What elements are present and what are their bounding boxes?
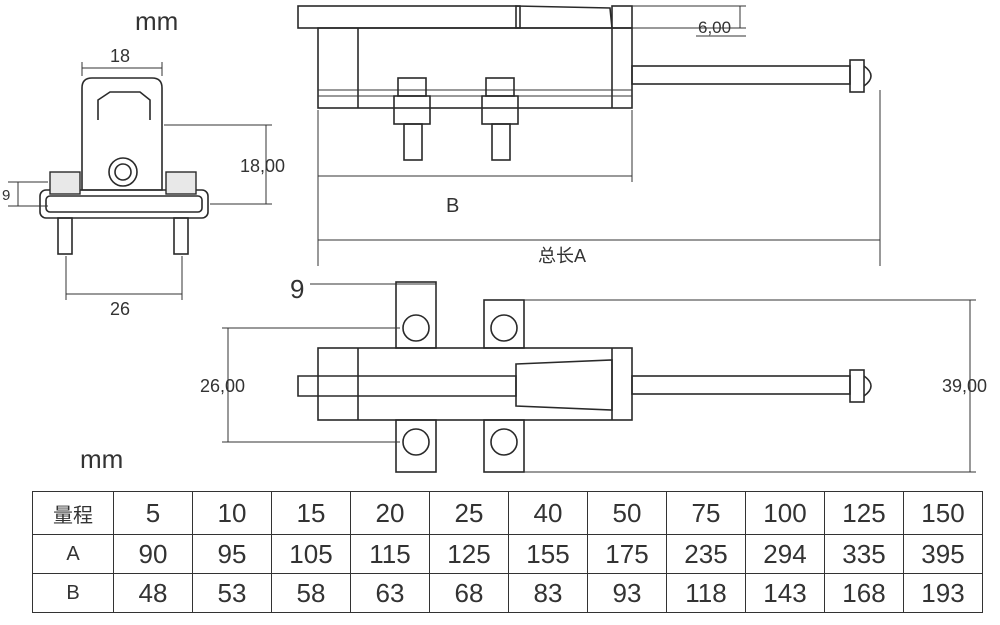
end-view-rail-inner <box>45 195 203 213</box>
table-header-cell: 5 <box>113 491 193 535</box>
top-view-hole-br <box>490 428 518 456</box>
dim-width-bottom: 26,00 <box>200 376 245 396</box>
side-view-clamp-left <box>393 95 431 125</box>
table-cell: 63 <box>350 573 430 613</box>
side-view: 6,00 B 总长A <box>297 5 881 266</box>
table-cell: 395 <box>903 534 983 574</box>
top-view-hole-tr <box>490 314 518 342</box>
dim-thickness: 6,00 <box>698 18 731 37</box>
table-cell: 125 <box>429 534 509 574</box>
table-header-cell: 75 <box>666 491 746 535</box>
table-cell: 235 <box>666 534 746 574</box>
end-view-hole-inner <box>114 163 132 181</box>
table-row-label: A <box>32 534 114 574</box>
side-view-top-rail <box>297 5 521 29</box>
table-cell: 58 <box>271 573 351 613</box>
table-cell: 115 <box>350 534 430 574</box>
table-header-cell: 50 <box>587 491 667 535</box>
top-view-hole-tl <box>402 314 430 342</box>
table-cell: 105 <box>271 534 351 574</box>
top-view-rod <box>631 375 851 395</box>
table-cell: 335 <box>824 534 904 574</box>
table-cell: 294 <box>745 534 825 574</box>
table-header-cell: 100 <box>745 491 825 535</box>
end-view-rail <box>39 189 209 219</box>
side-view-top-end <box>611 5 633 29</box>
end-view-clamp-right <box>165 171 197 195</box>
end-view-screw-right <box>173 217 189 255</box>
table-header-cell: 40 <box>508 491 588 535</box>
end-view: 18 18,00 9 26 <box>2 46 285 319</box>
table-header-cell: 150 <box>903 491 983 535</box>
end-view-clamp-left <box>49 171 81 195</box>
dim-height-side: 18,00 <box>240 156 285 176</box>
dim-length-b: B <box>446 195 459 217</box>
top-view-block-br <box>483 419 525 473</box>
table-cell: 155 <box>508 534 588 574</box>
side-view-clamp-right <box>481 95 519 125</box>
table-cell: 143 <box>745 573 825 613</box>
table-cell: 48 <box>113 573 193 613</box>
end-view-block <box>81 77 163 191</box>
dim-width-top: 18 <box>110 46 130 66</box>
side-view-wedge <box>515 5 613 29</box>
table-cell: 168 <box>824 573 904 613</box>
table-header-cell: 25 <box>429 491 509 535</box>
table-cell: 83 <box>508 573 588 613</box>
end-view-hole-outer <box>108 157 138 187</box>
table-row-label: B <box>32 573 114 613</box>
table-cell: 175 <box>587 534 667 574</box>
top-view-rod-tip <box>849 369 865 403</box>
end-view-notch <box>97 91 151 120</box>
top-view: 9 26,00 39,00 <box>200 274 987 473</box>
table-cell: 95 <box>192 534 272 574</box>
dim-width-base: 26 <box>110 299 130 319</box>
table-cell: 93 <box>587 573 667 613</box>
table-row-a: A 90 95 105 115 125 155 175 235 294 335 … <box>32 534 983 574</box>
table-header-cell: 125 <box>824 491 904 535</box>
dim-length-total: 总长A <box>538 246 586 266</box>
table-cell: 90 <box>113 534 193 574</box>
end-view-screw-left <box>57 217 73 255</box>
top-view-hole-bl <box>402 428 430 456</box>
table-cell: 53 <box>192 573 272 613</box>
dim-small-height: 9 <box>2 187 10 204</box>
table-header-cell: 15 <box>271 491 351 535</box>
unit-label-top: mm <box>135 6 178 36</box>
dim-offset-bottom: 9 <box>290 274 304 304</box>
table-cell: 193 <box>903 573 983 613</box>
side-view-rod <box>631 65 851 85</box>
side-view-screw-left <box>403 123 423 161</box>
side-view-clamp-right-top <box>485 77 515 97</box>
table-header-cell: 10 <box>192 491 272 535</box>
unit-label-bottom: mm <box>80 444 123 474</box>
side-view-rod-tip <box>849 59 865 93</box>
side-view-clamp-left-top <box>397 77 427 97</box>
table-header-cell: 20 <box>350 491 430 535</box>
top-view-wedge <box>515 359 613 411</box>
top-view-shaft <box>297 375 517 397</box>
dim-height-bottom: 39,00 <box>942 376 987 396</box>
table-header-label: 量程 <box>32 491 114 535</box>
side-view-screw-right <box>491 123 511 161</box>
spec-table: 量程 5 10 15 20 25 40 50 75 100 125 150 A … <box>32 491 983 613</box>
top-view-block-bl <box>395 419 437 473</box>
table-cell: 68 <box>429 573 509 613</box>
table-cell: 118 <box>666 573 746 613</box>
table-header-row: 量程 5 10 15 20 25 40 50 75 100 125 150 <box>32 491 983 535</box>
side-view-ball <box>863 65 872 87</box>
top-view-ball <box>863 375 872 397</box>
table-row-b: B 48 53 58 63 68 83 93 118 143 168 193 <box>32 573 983 613</box>
